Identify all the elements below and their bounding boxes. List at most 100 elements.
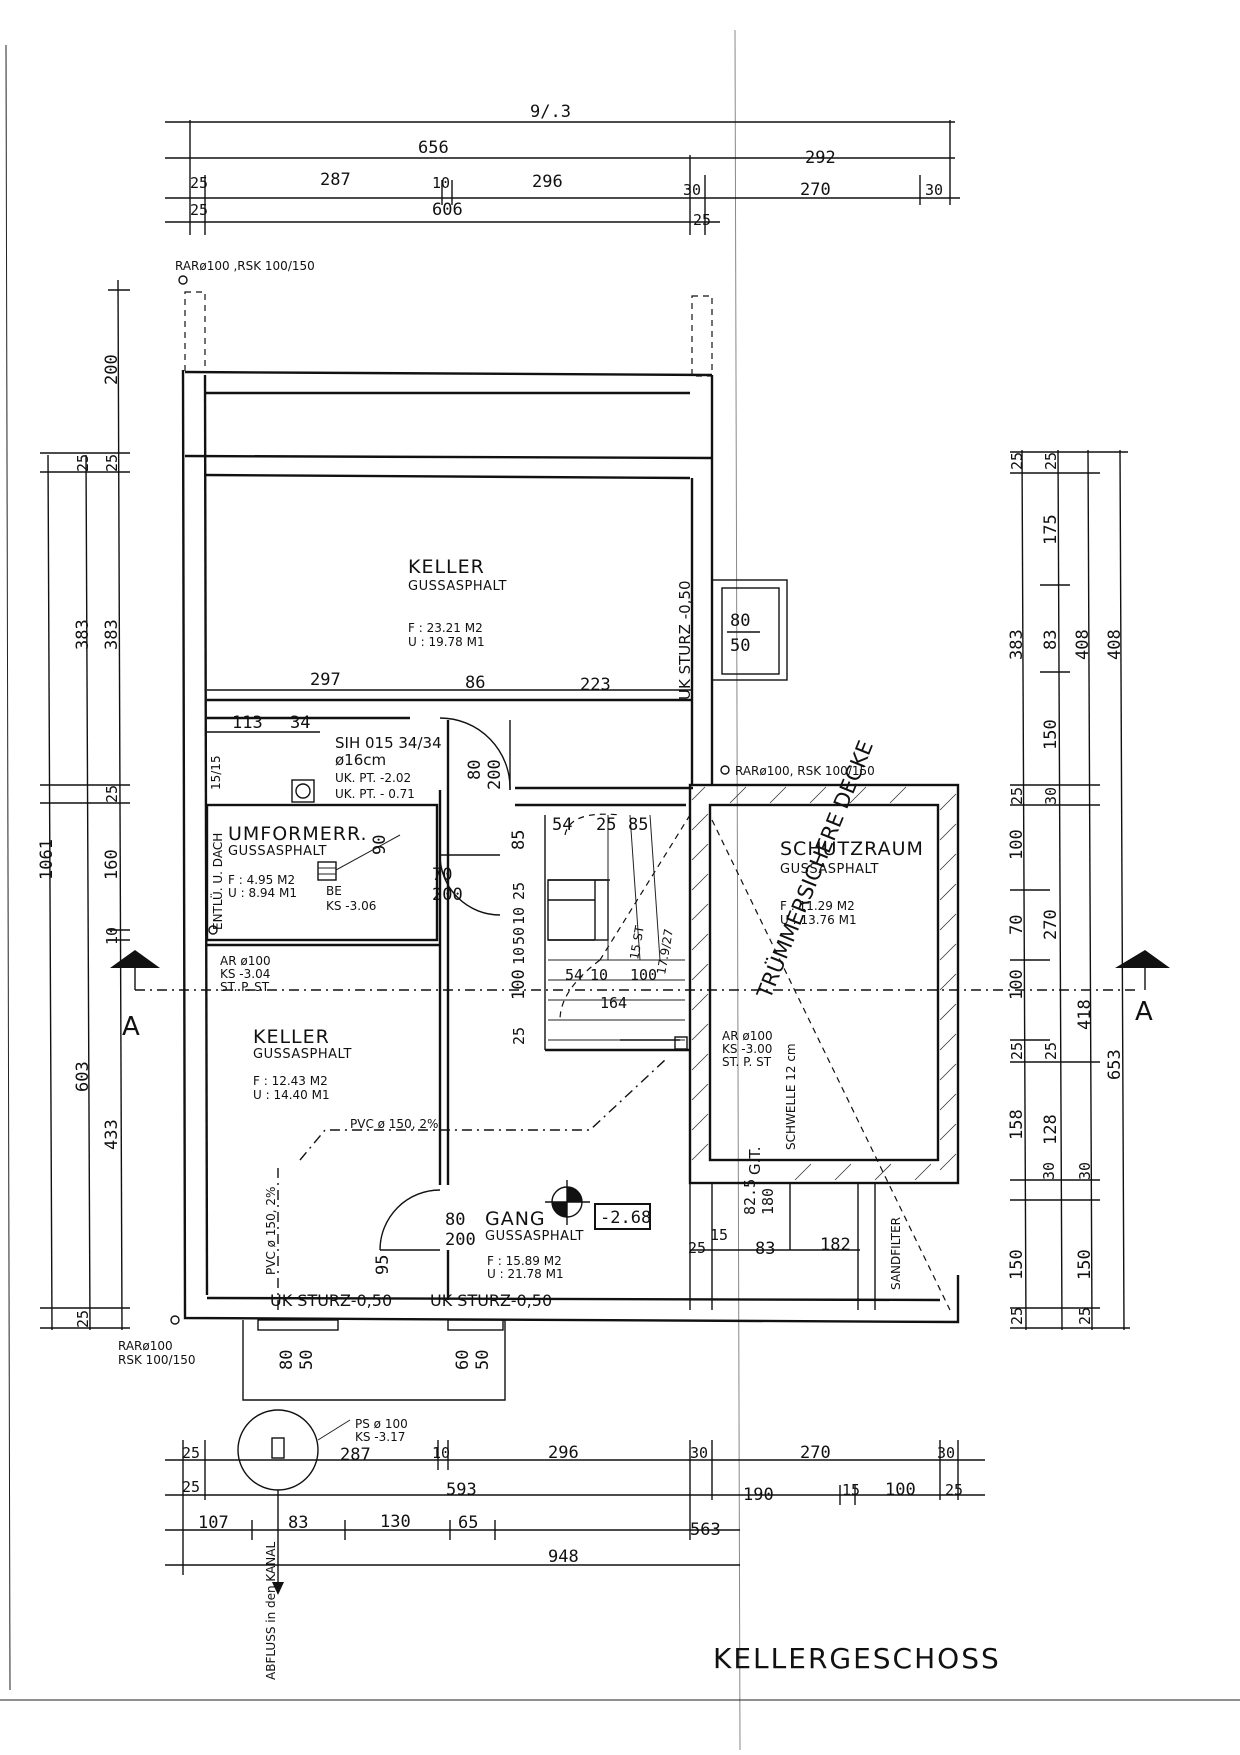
gt-label: G.T.	[746, 1146, 764, 1175]
door-gang-swing	[379, 1189, 441, 1251]
bottom-window-1	[257, 1319, 339, 1331]
door-90: 90	[370, 835, 390, 855]
dim-right-83: 83	[1041, 630, 1061, 650]
dim-left-200: 200	[102, 354, 122, 385]
dim-right-150b: 150	[1007, 1249, 1027, 1280]
schwelle-82-5: 82.5	[741, 1179, 759, 1215]
dim-left-25c: 25	[74, 1310, 92, 1328]
dim-right-100a: 100	[1007, 829, 1027, 860]
door-gang-80: 80	[445, 1210, 465, 1230]
dim-bot-r2-3: 15	[842, 1481, 860, 1499]
dim-bot-r1-6: 30	[937, 1444, 955, 1462]
dim-top-r4-2: 25	[693, 211, 711, 229]
dim-right-100b: 100	[1007, 969, 1027, 1000]
bottom-dimension-chains	[165, 1440, 985, 1575]
room-umformer-perimeter: U : 8.94 M1	[228, 886, 297, 900]
dim-bot-r1-1: 287	[340, 1445, 371, 1465]
dim-right-c2-150: 150	[1075, 1249, 1095, 1280]
dim-top-r4-1: 606	[432, 200, 463, 220]
gang-dim-15: 15	[710, 1226, 728, 1244]
room-keller-top: KELLER GUSSASPHALT F : 23.21 M2 U : 19.7…	[408, 556, 506, 649]
stair-left-10a: 10	[510, 907, 528, 925]
uk-sturz-bottom-2: UK STURZ-0,50	[430, 1291, 552, 1310]
room-keller-left: KELLER GUSSASPHALT F : 12.43 M2 U : 14.4…	[253, 1026, 352, 1102]
dim-left-mid-383: 383	[73, 619, 93, 650]
room-schutzraum-floor: GUSSASPHALT	[780, 862, 879, 877]
dim-bot-r2-1: 593	[446, 1480, 477, 1500]
dim-bot-r3-4: 563	[690, 1520, 721, 1540]
dim-right-30a: 30	[1040, 1162, 1058, 1180]
sih-label-2: ø16cm	[335, 751, 386, 769]
dim-top-r3-1: 287	[320, 170, 351, 190]
stair-count: 15 ST	[627, 924, 647, 961]
stair-ratio: 17.9/27	[654, 928, 676, 976]
dim-bot-r1-0: 25	[182, 1444, 200, 1462]
level-marker-q2	[552, 1202, 567, 1217]
win-bottom-2-50: 50	[473, 1350, 493, 1370]
door-top-swing	[439, 717, 511, 791]
room-keller-left-name: KELLER	[253, 1026, 330, 1048]
dim-left-25b: 25	[103, 785, 121, 803]
dim-bot-r1-5: 270	[800, 1443, 831, 1463]
stair-left-10b: 10	[510, 947, 528, 965]
bottom-window-2	[447, 1319, 504, 1331]
dim-left-mid-25: 25	[74, 454, 92, 472]
dim-right-c1-0: 25	[1008, 452, 1026, 470]
door-umformer-200: 200	[432, 885, 463, 905]
dim-right-c2-30: 30	[1042, 787, 1060, 805]
dim-bot-r3-1: 83	[288, 1513, 308, 1533]
sandfilter-label: SANDFILTER	[889, 1217, 903, 1290]
ps-leader	[317, 1419, 351, 1441]
section-arrow-right	[1115, 950, 1170, 968]
ar-right-2: KS -3.00	[722, 1042, 772, 1056]
room-gang: GANG GUSSASPHALT F : 15.89 M2 U : 21.78 …	[485, 1208, 583, 1281]
dim-bot-r3-3: 65	[458, 1513, 478, 1533]
abfluss-label: ABFLUSS in den KANAL	[264, 1542, 278, 1680]
dim-1061: 1061	[37, 839, 57, 880]
umformer-drain	[208, 925, 218, 935]
dim-total-top: 9/.3	[530, 102, 571, 122]
room-keller-left-floor: GUSSASPHALT	[253, 1047, 352, 1062]
uk-sturz-vertical: UK STURZ -0,50	[676, 580, 694, 700]
rar-right-marker	[720, 765, 730, 775]
room-schutzraum: SCHUTZRAUM GUSSASPHALT F : 11.29 M2 U : …	[780, 838, 923, 927]
ar-left-3: ST. P. ST	[220, 980, 270, 994]
dim-bot-r2-5: 25	[945, 1481, 963, 1499]
room-gang-perimeter: U : 21.78 M1	[487, 1267, 564, 1281]
pt-15-15: 15/15	[209, 755, 223, 790]
dim-right-70: 70	[1007, 915, 1027, 935]
level-box	[594, 1203, 651, 1230]
dim-right-25a: 25	[1008, 787, 1026, 805]
schwelle-label: SCHWELLE 12 cm	[784, 1043, 798, 1150]
dim-bot-r1-3: 296	[548, 1443, 579, 1463]
stair-top-54: 54	[552, 815, 572, 835]
door-umformer-70: 70	[432, 865, 452, 885]
schutzraum-hatching	[691, 786, 957, 1181]
dim-top-r4-0: 25	[190, 201, 208, 219]
stair-left-25: 25	[510, 882, 528, 900]
dim-right-383: 383	[1007, 629, 1027, 660]
sih-chimney-flue	[295, 783, 311, 799]
room-keller-top-area: F : 23.21 M2	[408, 621, 483, 635]
drawing-title: KELLERGESCHOSS	[713, 1642, 1001, 1675]
dim-right-c2-25a: 25	[1042, 452, 1060, 470]
dim-left-25a: 25	[103, 454, 121, 472]
room-keller-left-perimeter: U : 14.40 M1	[253, 1088, 330, 1102]
dim-right-158: 158	[1007, 1109, 1027, 1140]
rar-top-marker	[178, 275, 188, 285]
ar-right-3: ST. P. ST	[722, 1055, 772, 1069]
pvc-v-label: PVC ø 150, 2%	[264, 1187, 278, 1275]
win-bottom-2-60: 60	[453, 1350, 473, 1370]
ps-shaft-core	[271, 1437, 285, 1459]
ar-left-2: KS -3.04	[220, 967, 270, 981]
pvc-h-label: PVC ø 150, 2%	[350, 1117, 438, 1131]
top-dimension-chains: 9/.3 656 292 25 287 10 296 30 270 30 25 …	[165, 102, 960, 235]
uk-sturz-bottom-1: UK STURZ-0,50	[270, 1291, 392, 1310]
room-keller-top-perimeter: U : 19.78 M1	[408, 635, 485, 649]
dim-bot-r2-0: 25	[182, 1478, 200, 1496]
room-gang-name: GANG	[485, 1208, 546, 1230]
ps-label-2: KS -3.17	[355, 1430, 405, 1444]
right-dimension-chains	[1010, 449, 1130, 1331]
section-arrow-left	[110, 950, 160, 968]
stair-top-85: 85	[628, 815, 648, 835]
